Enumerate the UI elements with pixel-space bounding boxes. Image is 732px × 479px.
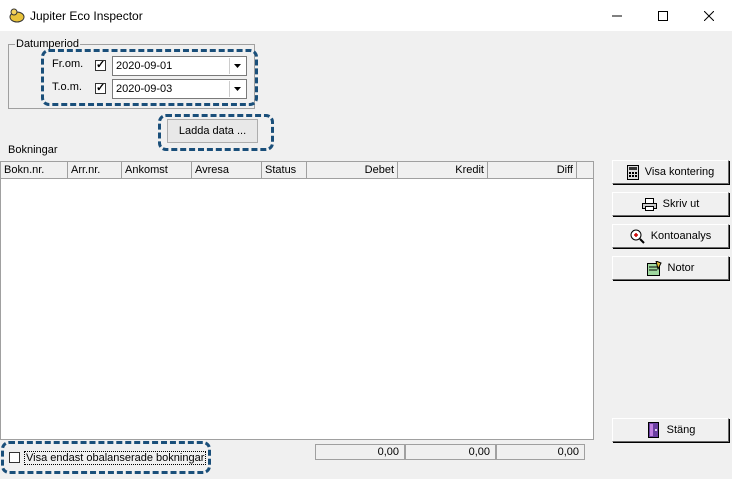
col-bokn-nr[interactable]: Bokn.nr. xyxy=(1,162,68,178)
table-header: Bokn.nr. Arr.nr. Ankomst Avresa Status D… xyxy=(1,162,593,179)
title-bar: Jupiter Eco Inspector xyxy=(0,0,732,31)
maximize-icon xyxy=(658,10,668,21)
kontoanalys-label: Kontoanalys xyxy=(650,230,712,242)
notor-button[interactable]: Notor xyxy=(612,256,729,280)
from-date-field[interactable]: 2020-09-01 xyxy=(112,56,247,76)
skriv-ut-button[interactable]: Skriv ut xyxy=(612,192,729,216)
col-debet[interactable]: Debet xyxy=(307,162,398,178)
total-diff: 0,00 xyxy=(496,444,585,460)
from-label: Fr.om. xyxy=(52,58,84,70)
to-date-field[interactable]: 2020-09-03 xyxy=(112,79,247,99)
calculator-icon xyxy=(626,164,639,180)
col-avresa[interactable]: Avresa xyxy=(192,162,262,178)
notor-label: Notor xyxy=(667,262,695,274)
door-exit-icon xyxy=(647,422,659,438)
visa-kontering-label: Visa kontering xyxy=(644,166,715,178)
to-label: T.o.m. xyxy=(52,81,82,93)
stang-label: Stäng xyxy=(666,424,696,436)
col-arr-nr[interactable]: Arr.nr. xyxy=(68,162,122,178)
maximize-button[interactable] xyxy=(640,0,686,31)
load-highlight xyxy=(158,114,274,151)
kontoanalys-button[interactable]: Kontoanalys xyxy=(612,224,729,248)
to-checkbox[interactable] xyxy=(95,81,106,94)
printer-icon xyxy=(641,197,657,211)
minimize-button[interactable] xyxy=(594,0,640,31)
date-highlight xyxy=(41,49,258,106)
col-status[interactable]: Status xyxy=(262,162,307,178)
to-date-value: 2020-09-03 xyxy=(116,83,173,95)
chevron-down-icon[interactable] xyxy=(229,81,245,97)
filter-label[interactable]: Visa endast obalanserade bokningar xyxy=(24,451,207,465)
col-kredit[interactable]: Kredit xyxy=(398,162,488,178)
col-diff[interactable]: Diff xyxy=(488,162,577,178)
magnifier-icon xyxy=(630,229,645,244)
col-ankomst[interactable]: Ankomst xyxy=(122,162,192,178)
visa-kontering-button[interactable]: Visa kontering xyxy=(612,160,729,184)
close-button[interactable] xyxy=(686,0,732,31)
from-date-value: 2020-09-01 xyxy=(116,60,173,72)
filter-checkbox[interactable] xyxy=(9,452,20,463)
skriv-ut-label: Skriv ut xyxy=(662,198,700,210)
load-data-button[interactable]: Ladda data ... xyxy=(167,119,258,143)
date-period-label: Datumperiod xyxy=(15,38,80,50)
bookings-table[interactable]: Bokn.nr. Arr.nr. Ankomst Avresa Status D… xyxy=(0,161,594,440)
total-debet: 0,00 xyxy=(315,444,405,460)
filter-highlight xyxy=(1,441,211,474)
window-title: Jupiter Eco Inspector xyxy=(30,9,143,23)
chevron-down-icon[interactable] xyxy=(229,58,245,74)
minimize-icon xyxy=(612,15,622,16)
total-kredit: 0,00 xyxy=(405,444,496,460)
from-checkbox[interactable] xyxy=(95,58,106,71)
notes-icon xyxy=(646,260,662,276)
date-period-group xyxy=(8,44,255,109)
bookings-label: Bokningar xyxy=(8,144,58,156)
stang-button[interactable]: Stäng xyxy=(612,418,729,442)
app-icon xyxy=(8,7,26,24)
close-icon xyxy=(704,10,714,21)
